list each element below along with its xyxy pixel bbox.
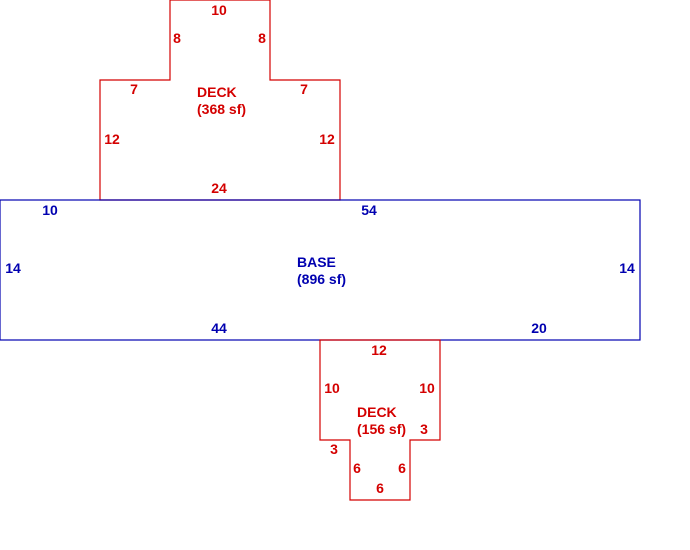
upper-deck-dim-right-side: 12 [319,131,335,147]
lower-deck-size: (156 sf) [357,421,406,437]
upper-deck-dim-left-ledge: 7 [130,81,138,97]
upper-deck-dim-bottom: 24 [211,180,227,196]
lower-deck-dim-inner-left: 6 [353,460,361,476]
base-dim-bottom-left: 44 [211,320,227,336]
upper-deck-dim-right-ledge: 7 [300,81,308,97]
lower-deck-name: DECK [357,404,397,420]
base-dim-top-right: 54 [361,202,377,218]
base-size: (896 sf) [297,271,346,287]
lower-deck-dim-inner-right: 6 [398,460,406,476]
lower-deck-dim-right-notch: 3 [420,421,428,437]
lower-deck-dim-left-notch: 3 [330,441,338,457]
upper-deck-name: DECK [197,84,237,100]
base-dim-left: 14 [5,260,21,276]
upper-deck-dim-right-step: 8 [258,30,266,46]
lower-deck-dim-right: 10 [419,380,435,396]
lower-deck-dim-left: 10 [324,380,340,396]
upper-deck-dim-left-side: 12 [104,131,120,147]
base-dim-right: 14 [619,260,635,276]
lower-deck-dim-top: 12 [371,342,387,358]
upper-deck-outline [99,0,341,201]
lower-deck-dim-bottom: 6 [376,480,384,496]
base-dim-top-left: 10 [42,202,58,218]
base-outline [0,199,641,341]
base-name: BASE [297,254,336,270]
lower-deck-outline [319,339,441,501]
base-dim-bottom-right: 20 [531,320,547,336]
upper-deck-size: (368 sf) [197,101,246,117]
upper-deck-dim-left-step: 8 [173,30,181,46]
upper-deck-dim-top: 10 [211,2,227,18]
